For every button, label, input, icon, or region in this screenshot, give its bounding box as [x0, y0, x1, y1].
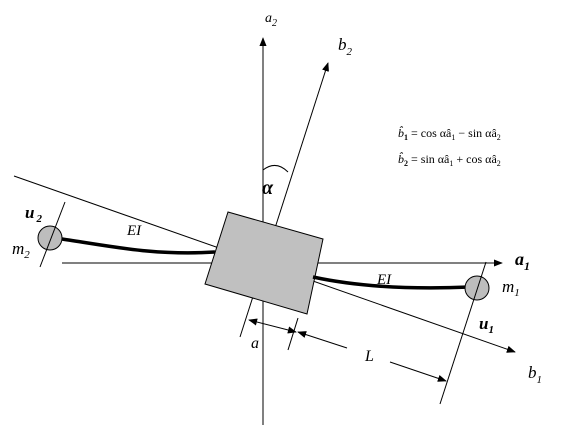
label-dimension-L: L: [364, 348, 374, 365]
label-b2: b2: [338, 35, 353, 58]
deflection-axis-u2: [39, 201, 66, 268]
equation-b2: b̂2 = sin αâ1 + cos αâ2: [398, 152, 501, 168]
beam-right: [312, 275, 471, 290]
label-ei-left: EI: [126, 223, 142, 239]
equation-b1: b̂1 = cos αâ1 − sin αâ2: [398, 126, 501, 142]
deflection-axis-u1: [439, 261, 487, 405]
label-b1: b1: [528, 363, 542, 386]
mass-m2: [37, 225, 63, 251]
label-m1: m1: [502, 277, 520, 299]
label-u1: u1: [479, 314, 494, 336]
dimension-L-arrow-left: [297, 331, 348, 349]
hub-body: [204, 211, 324, 315]
label-dimension-a: a: [251, 335, 259, 352]
beam-left: [61, 237, 216, 255]
label-alpha: α: [262, 177, 274, 199]
label-ei-right: EI: [376, 272, 392, 288]
label-m2: m2: [12, 239, 30, 261]
mass-m1: [464, 275, 490, 301]
label-a2: a2: [265, 11, 277, 29]
label-a1: a1: [515, 249, 530, 273]
angle-alpha-arc: [262, 165, 289, 173]
dimension-a-tick: [287, 317, 299, 351]
dimension-a-arrow: [248, 318, 297, 334]
dimension-L-arrow-right: [389, 361, 447, 382]
